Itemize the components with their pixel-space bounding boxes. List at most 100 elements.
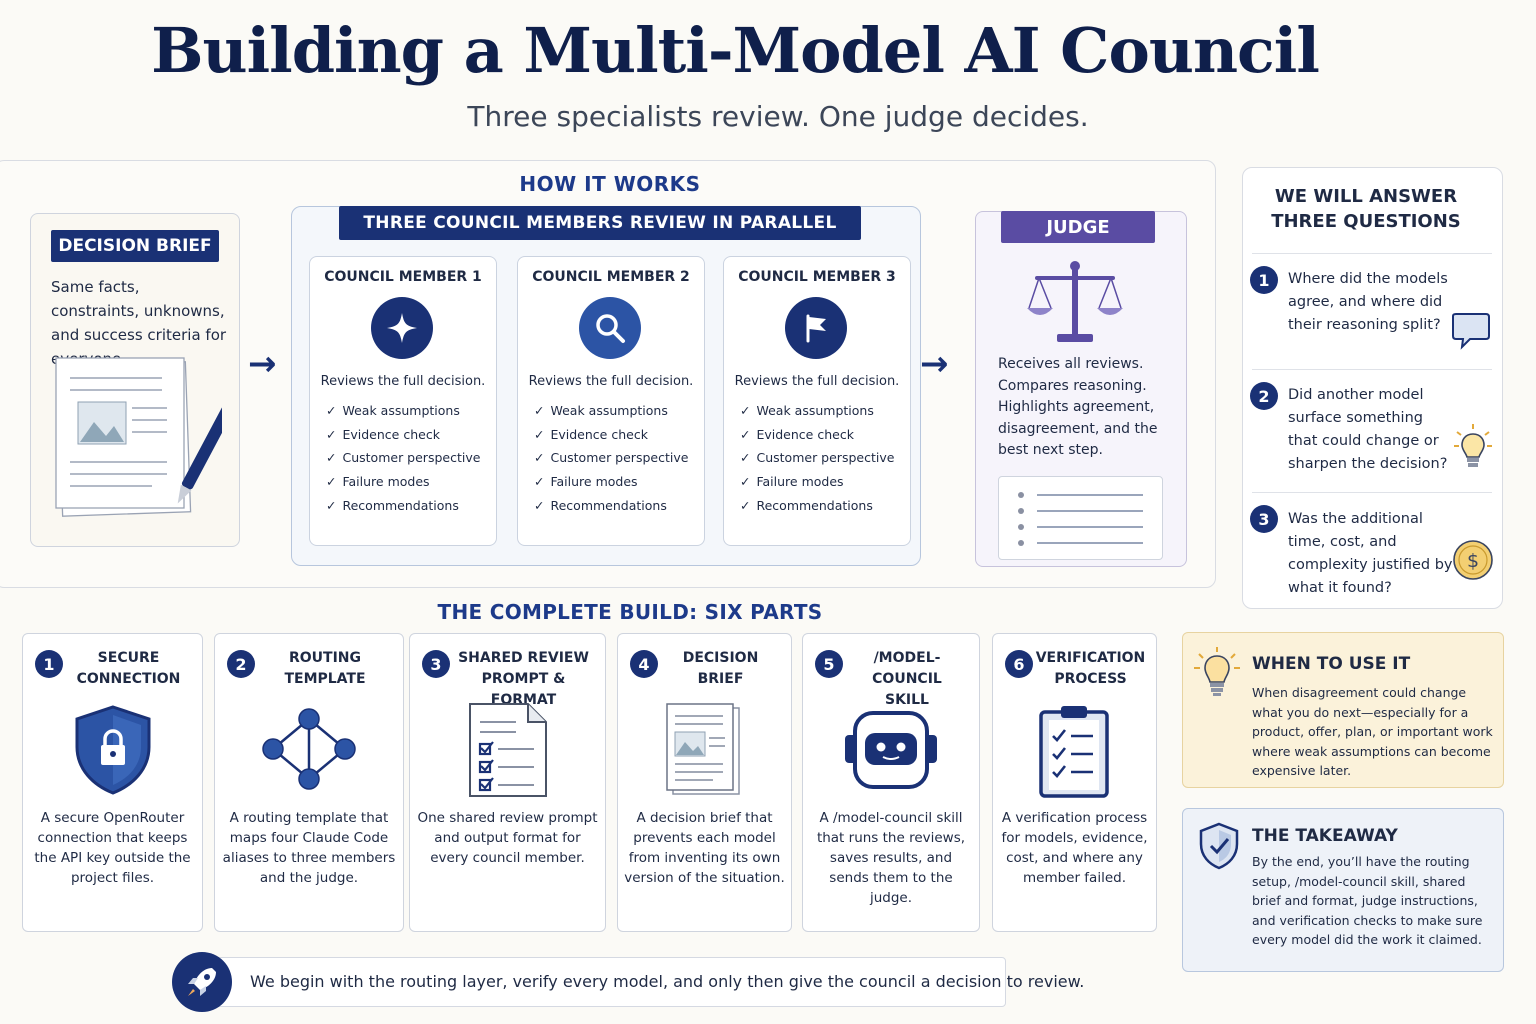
shield-check-icon [1199, 822, 1239, 870]
questions-heading: WE WILL ANSWER THREE QUESTIONS [1271, 186, 1461, 232]
check-item: ✓Evidence check [326, 426, 440, 442]
question-number-badge: 2 [1250, 382, 1278, 410]
build-heading: THE COMPLETE BUILD: SIX PARTS [437, 600, 823, 624]
check-item: ✓Recommendations [326, 497, 459, 513]
check-item: ✓Customer perspective [534, 450, 689, 466]
arrow-right-icon: → [248, 344, 277, 384]
check-item: ✓Evidence check [740, 426, 854, 442]
check-icon: ✓ [326, 497, 337, 513]
part-title: DECISION BRIEF [682, 650, 759, 687]
brief-document-icon [665, 703, 740, 795]
part-description: One shared review prompt and output form… [417, 810, 598, 866]
question-number-badge: 1 [1250, 266, 1278, 294]
build-part-card: 3 SHARED REVIEW PROMPT & FORMAT One shar… [409, 633, 606, 932]
document-stack-icon [55, 357, 222, 517]
question-text: Did another model surface something that… [1288, 387, 1448, 472]
check-icon: ✓ [534, 474, 545, 490]
magnifier-icon [579, 297, 641, 359]
scales-icon [1027, 261, 1123, 342]
part-description: A decision brief that prevents each mode… [624, 810, 785, 886]
clipboard-check-icon [1038, 706, 1109, 798]
check-icon: ✓ [534, 426, 545, 442]
when-to-use-box [1182, 632, 1504, 788]
check-icon: ✓ [326, 474, 337, 490]
page-title: Building a Multi-Model AI Council [151, 14, 1320, 87]
check-icon: ✓ [740, 426, 751, 442]
when-to-use-title: WHEN TO USE IT [1252, 654, 1411, 674]
checklist-document-icon [468, 703, 547, 797]
council-member-checklist: ✓Weak assumptions ✓Evidence check ✓Custo… [534, 403, 688, 521]
takeaway-description: By the end, you’ll have the routing setu… [1252, 854, 1483, 947]
svg-text:$: $ [1467, 550, 1479, 572]
check-item: ✓Customer perspective [740, 450, 895, 466]
check-item: ✓Recommendations [534, 497, 667, 513]
council-member-title: COUNCIL MEMBER 1 [324, 269, 482, 285]
council-member-lead: Reviews the full decision. [320, 374, 486, 389]
network-diamond-icon [262, 708, 356, 790]
check-icon: ✓ [534, 497, 545, 513]
check-icon: ✓ [740, 474, 751, 490]
council-member-card: COUNCIL MEMBER 1 Reviews the full decisi… [309, 256, 497, 546]
part-number-badge: 6 [1005, 650, 1033, 678]
lightbulb-icon [1454, 424, 1492, 467]
flag-icon [785, 297, 847, 359]
check-icon: ✓ [534, 403, 545, 418]
robot-icon [845, 711, 937, 789]
page-subtitle: Three specialists review. One judge deci… [467, 100, 1089, 133]
dollar-coin-icon: $ [1453, 540, 1493, 580]
divider [1252, 369, 1492, 370]
check-icon: ✓ [326, 426, 337, 442]
check-item: ✓Customer perspective [326, 450, 481, 466]
council-member-card: COUNCIL MEMBER 2 Reviews the full decisi… [517, 256, 705, 546]
build-part-card: 5 /MODEL-COUNCIL SKILL A /model-council … [802, 633, 980, 932]
council-member-lead: Reviews the full decision. [528, 374, 694, 389]
check-icon: ✓ [740, 403, 751, 418]
takeaway-title: THE TAKEAWAY [1252, 826, 1398, 846]
part-number-badge: 1 [35, 650, 63, 678]
part-number-badge: 2 [227, 650, 255, 678]
judge-label: JUDGE [1001, 211, 1155, 243]
check-icon: ✓ [326, 403, 337, 418]
build-part-card: 1 SECURE CONNECTION A secure OpenRouter … [22, 633, 203, 932]
how-it-works-heading: HOW IT WORKS [519, 172, 701, 196]
part-description: A routing template that maps four Claude… [222, 810, 396, 886]
council-members-banner: THREE COUNCIL MEMBERS REVIEW IN PARALLEL [339, 206, 861, 240]
part-title: SECURE CONNECTION [76, 650, 181, 687]
part-description: A verification process for models, evide… [1001, 810, 1148, 886]
council-member-checklist: ✓Weak assumptions ✓Evidence check ✓Custo… [326, 403, 480, 521]
check-item: ✓Weak assumptions [326, 403, 460, 418]
check-item: ✓Recommendations [740, 497, 873, 513]
judge-description: Receives all reviews. Compares reasoning… [998, 356, 1158, 458]
check-item: ✓Failure modes [534, 474, 638, 490]
part-number-badge: 5 [815, 650, 843, 678]
council-member-checklist: ✓Weak assumptions ✓Evidence check ✓Custo… [740, 403, 894, 521]
build-part-card: 4 DECISION BRIEF A decision brief that p… [617, 633, 792, 932]
lightbulb-icon [1194, 647, 1240, 696]
part-description: A secure OpenRouter connection that keep… [34, 810, 191, 886]
check-icon: ✓ [534, 450, 545, 466]
question-text: Was the additional time, cost, and compl… [1288, 511, 1453, 596]
council-member-card: COUNCIL MEMBER 3 Reviews the full decisi… [723, 256, 911, 546]
divider [1252, 253, 1492, 254]
council-member-title: COUNCIL MEMBER 3 [738, 269, 896, 285]
council-member-lead: Reviews the full decision. [734, 374, 900, 389]
check-item: ✓Failure modes [740, 474, 844, 490]
part-number-badge: 3 [422, 650, 450, 678]
part-title: /MODEL-COUNCIL SKILL [872, 650, 942, 708]
divider [1252, 492, 1492, 493]
judge-report-preview [998, 476, 1163, 560]
questions-panel [1242, 167, 1503, 609]
shield-lock-icon [75, 705, 150, 795]
sparkle-icon [371, 297, 433, 359]
check-item: ✓Weak assumptions [534, 403, 668, 418]
decision-brief-label: DECISION BRIEF [51, 230, 219, 262]
part-number-badge: 4 [630, 650, 658, 678]
check-item: ✓Weak assumptions [740, 403, 874, 418]
rocket-icon [172, 952, 232, 1012]
part-title: ROUTING TEMPLATE [284, 650, 366, 687]
build-part-card: 2 ROUTING TEMPLATE A routing template th… [214, 633, 404, 932]
check-icon: ✓ [740, 497, 751, 513]
part-description: A /model-council skill that runs the rev… [816, 810, 966, 906]
when-to-use-description: When disagreement could change what you … [1252, 685, 1493, 778]
footer-banner [200, 957, 1006, 1007]
